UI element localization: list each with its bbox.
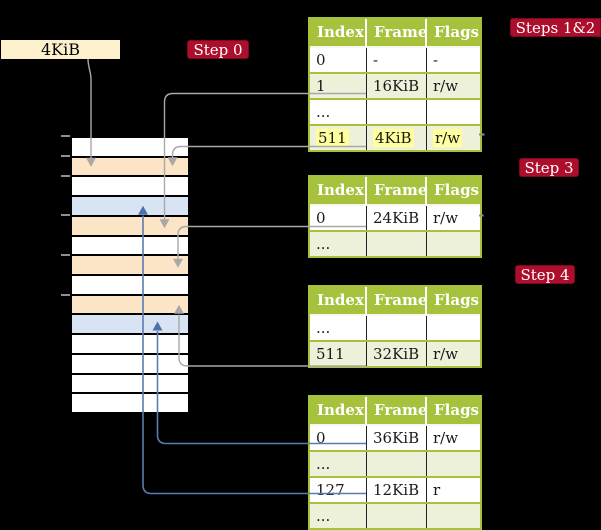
table-row: ... [310,314,480,340]
table-cell: 127 [310,478,367,502]
memory-row-blue [72,195,188,215]
table-cell [367,232,427,256]
table-cell [367,316,427,340]
table-cell [427,316,480,340]
memory-row-plain [72,333,188,353]
badge-step-4: Step 4 [515,265,575,284]
memory-row-plain [72,274,188,294]
badge-steps-1-2: Steps 1&2 [510,18,601,37]
table-cell [427,232,480,256]
table-cell: r/w [433,77,459,95]
table-cell: r [433,481,441,499]
column-header-frame: Frame [367,19,427,46]
table-cell: - [367,48,427,72]
table-cell: 511 [310,342,367,366]
table-cell [427,100,480,124]
table-row: ... [310,450,480,476]
memory-row-peach [72,254,188,275]
memory-row-plain [72,352,188,373]
table-cell: r/w [433,209,459,227]
table-cell [427,452,480,476]
memory-row-peach [72,293,188,314]
table-cell: 0 [310,206,367,230]
table-cell [367,452,427,476]
table-cell: 0 [310,48,367,72]
column-header-frame: Frame [367,177,427,204]
table-cell: 4KiB [367,126,427,150]
badge-step-0: Step 0 [187,40,249,59]
column-header-flags: Flags [434,23,479,41]
highlighted-value: r/w [433,129,463,147]
table-cell: 511 [310,126,367,150]
highlighted-value: 4KiB [373,129,414,147]
column-header-index: Index [310,397,367,424]
column-header-flags: Flags [434,401,479,419]
table-cell: ... [310,100,367,124]
table-cell [367,100,427,124]
table-row: ... [310,98,480,124]
table-cell: 32KiB [367,342,427,366]
column-header-flags: Flags [434,181,479,199]
table-cell: ... [310,504,367,528]
column-header-frame: Frame [367,397,427,424]
highlighted-value: 511 [316,129,349,147]
memory-row-plain [72,392,188,413]
table-cell: r/w [433,429,459,447]
column-header-index: Index [310,287,367,314]
table-cell: 1 [310,74,367,98]
table-cell: ... [310,232,367,256]
table-cell [427,504,480,528]
memory-row-plain [72,175,188,196]
column-header-flags: Flags [434,291,479,309]
table-cell [367,504,427,528]
table-row: ... [310,230,480,256]
table-row: 511 4KiB r/w [310,124,480,150]
page-size-label: 4KiB [1,40,120,59]
memory-row-plain [72,234,188,255]
memory-row-plain [72,138,188,156]
table-row: ... [310,502,480,528]
memory-row-peach [72,214,188,235]
table-cell: ... [310,452,367,476]
column-header-frame: Frame [367,287,427,314]
table-cell: r/w [427,126,480,150]
memory-row-blue [72,313,188,334]
column-header-index: Index [310,177,367,204]
table-row: 0-- [310,46,480,72]
badge-step-3: Step 3 [519,158,579,177]
table-cell: 16KiB [367,74,427,98]
column-header-index: Index [310,19,367,46]
table-cell: 36KiB [367,426,427,450]
table-cell: r/w [433,345,459,363]
memory-row-peach [72,155,188,176]
table-cell: 24KiB [367,206,427,230]
memory-row-plain [72,372,188,393]
table-cell: 12KiB [367,478,427,502]
table-cell: - [433,51,439,69]
physical-memory-column [70,136,190,414]
table-cell: 0 [310,426,367,450]
table-cell: ... [310,316,367,340]
